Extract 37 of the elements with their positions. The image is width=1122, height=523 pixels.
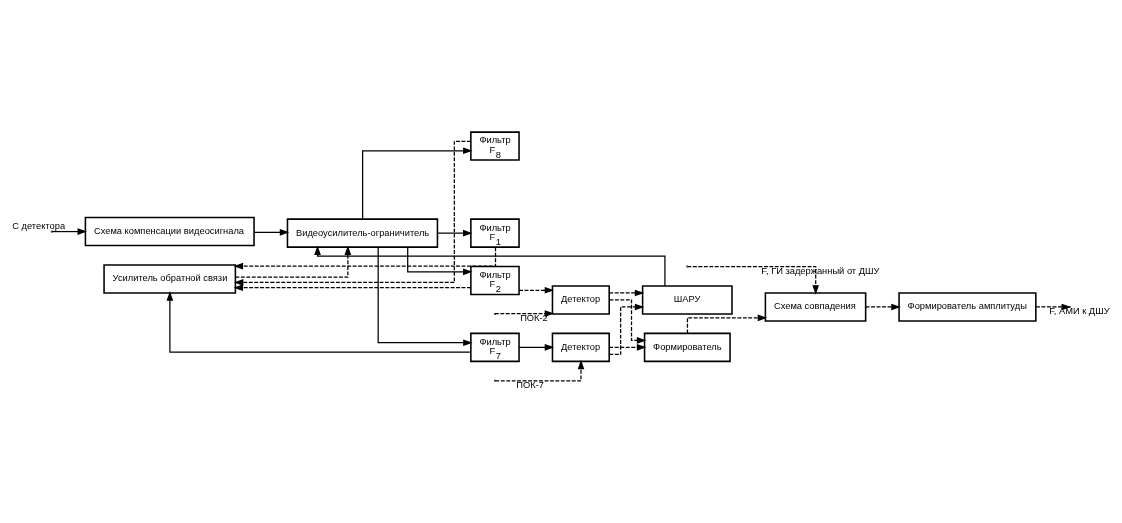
arrow	[233, 140, 472, 286]
arrow	[494, 359, 585, 382]
arrow	[407, 246, 473, 276]
edge-label: ПОК-2	[520, 313, 548, 324]
arrow	[608, 303, 645, 355]
arrow	[687, 265, 819, 295]
edge-label: С детектора	[12, 220, 66, 231]
arrow	[51, 228, 87, 235]
node-box: Видеоусилитель-ограничитель	[286, 218, 439, 248]
arrow	[686, 314, 768, 334]
arrow	[518, 286, 555, 294]
arrow	[233, 246, 497, 270]
arrow	[314, 245, 666, 287]
arrow	[377, 246, 473, 347]
node-box: Усилитель обратной связи	[103, 264, 237, 294]
arrow	[608, 289, 645, 297]
arrow	[494, 310, 555, 317]
edge-label: ПОК-7	[516, 380, 544, 391]
arrow	[233, 284, 472, 291]
node-box: Схема компенсации видеосигнала	[84, 216, 255, 247]
node-box: Формирователь	[643, 332, 731, 363]
node-box: Формирователь амплитуды	[898, 292, 1037, 322]
node-box: Детектор	[551, 285, 610, 315]
edge-label: F, ГИ задержанный от ДШУ	[761, 266, 880, 277]
edge-label: F, АМИ к ДШУ	[1049, 306, 1110, 317]
arrow	[608, 344, 647, 351]
node-box: ШАРУ	[641, 285, 733, 315]
arrow	[234, 245, 352, 278]
arrow	[362, 147, 473, 220]
arrow	[518, 344, 555, 351]
arrow	[166, 291, 472, 353]
node-box: Детектор	[551, 332, 610, 363]
arrow	[608, 299, 647, 344]
arrow	[253, 229, 290, 236]
arrow	[865, 303, 901, 311]
arrow	[437, 229, 473, 237]
node-box: Схема совпадения	[764, 292, 867, 322]
